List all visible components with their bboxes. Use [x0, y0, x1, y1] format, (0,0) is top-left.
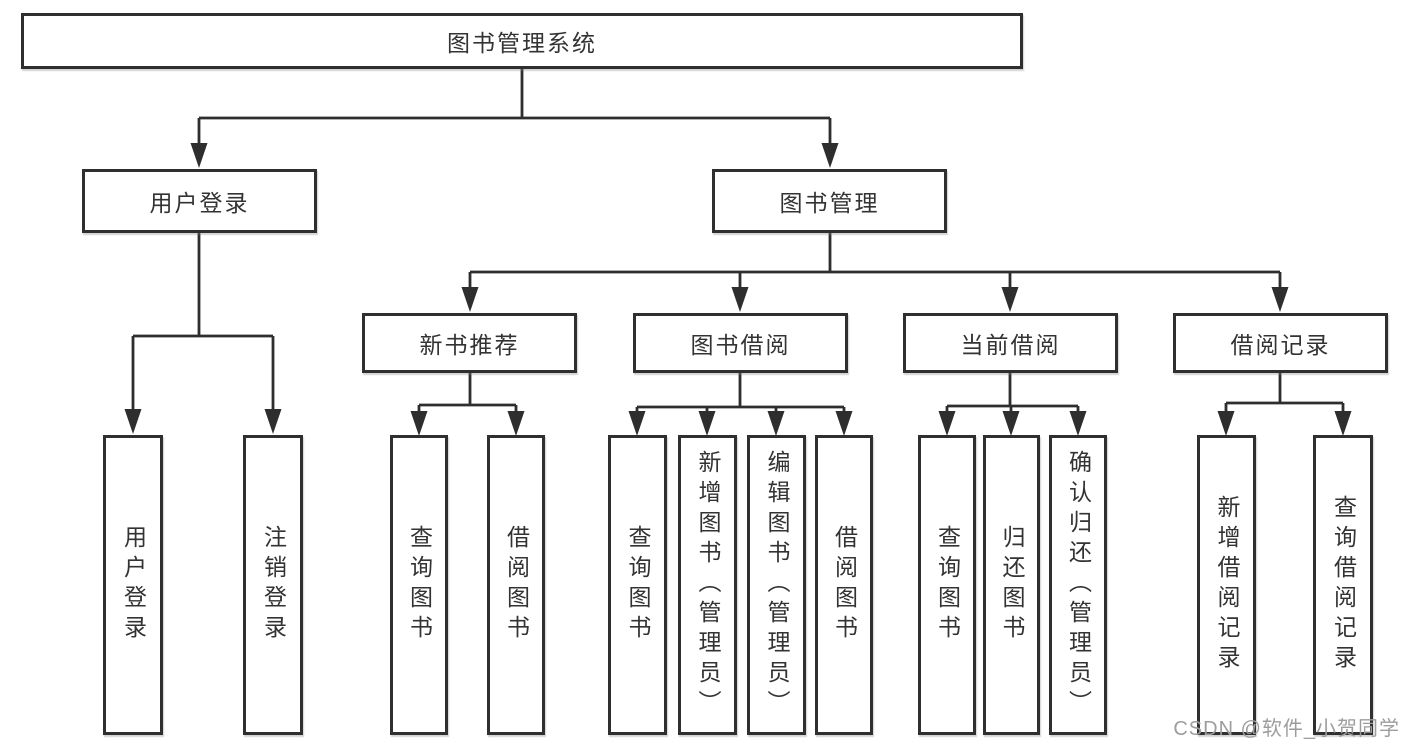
leaf-borrow-books-borrowing: 借阅图书: [815, 435, 873, 735]
leaf-confirm-return-admin-label: 确认归还（管理员）: [1065, 450, 1092, 720]
leaf-query-books-current: 查询图书: [918, 435, 976, 735]
leaf-query-borrow-record: 查询借阅记录: [1313, 435, 1373, 735]
leaf-confirm-return-admin: 确认归还（管理员）: [1049, 435, 1107, 735]
tree-edges: [131, 69, 1345, 414]
node-new-books-label: 新书推荐: [419, 332, 520, 358]
node-user-login-label: 用户登录: [149, 190, 250, 216]
leaf-edit-books-admin-label: 编辑图书（管理员）: [764, 450, 790, 720]
node-book-borrowing-label: 图书借阅: [690, 332, 791, 358]
leaf-query-books-borrowing-label: 查询图书: [625, 525, 651, 645]
leaf-edit-books-admin: 编辑图书（管理员）: [747, 435, 806, 735]
node-root: 图书管理系统: [21, 13, 1023, 69]
leaf-add-books-admin-label: 新增图书（管理员）: [695, 450, 721, 720]
leaf-query-books-current-label: 查询图书: [934, 525, 961, 645]
leaf-query-books-newbooks-label: 查询图书: [406, 525, 433, 645]
node-book-management-label: 图书管理: [779, 190, 880, 216]
leaf-query-borrow-record-label: 查询借阅记录: [1330, 495, 1357, 675]
node-current-borrowing: 当前借阅: [903, 313, 1118, 373]
arrowheads: [124, 143, 1352, 436]
leaf-borrow-books-borrowing-label: 借阅图书: [831, 525, 858, 645]
node-borrow-records: 借阅记录: [1173, 313, 1388, 373]
node-new-books: 新书推荐: [362, 313, 577, 373]
node-user-login: 用户登录: [82, 169, 317, 233]
leaf-user-login-label: 用户登录: [120, 525, 147, 645]
node-book-management: 图书管理: [712, 169, 947, 233]
leaf-add-borrow-record-label: 新增借阅记录: [1214, 495, 1240, 675]
leaf-logout-label: 注销登录: [260, 525, 287, 645]
leaf-add-borrow-record: 新增借阅记录: [1197, 435, 1256, 735]
leaf-borrow-books-newbooks: 借阅图书: [487, 435, 545, 735]
leaf-return-books-label: 归还图书: [999, 525, 1025, 645]
leaf-logout: 注销登录: [243, 435, 303, 735]
leaf-return-books: 归还图书: [983, 435, 1040, 735]
leaf-borrow-books-newbooks-label: 借阅图书: [503, 525, 530, 645]
node-book-borrowing: 图书借阅: [633, 313, 848, 373]
leaf-user-login: 用户登录: [103, 435, 163, 735]
csdn-watermark: CSDN @软件_小贺同学: [1173, 718, 1400, 740]
node-current-borrowing-label: 当前借阅: [960, 332, 1061, 358]
leaf-query-books-newbooks: 查询图书: [390, 435, 448, 735]
node-borrow-records-label: 借阅记录: [1230, 332, 1331, 358]
node-root-label: 图书管理系统: [447, 30, 597, 56]
leaf-query-books-borrowing: 查询图书: [608, 435, 667, 735]
leaf-add-books-admin: 新增图书（管理员）: [678, 435, 737, 735]
